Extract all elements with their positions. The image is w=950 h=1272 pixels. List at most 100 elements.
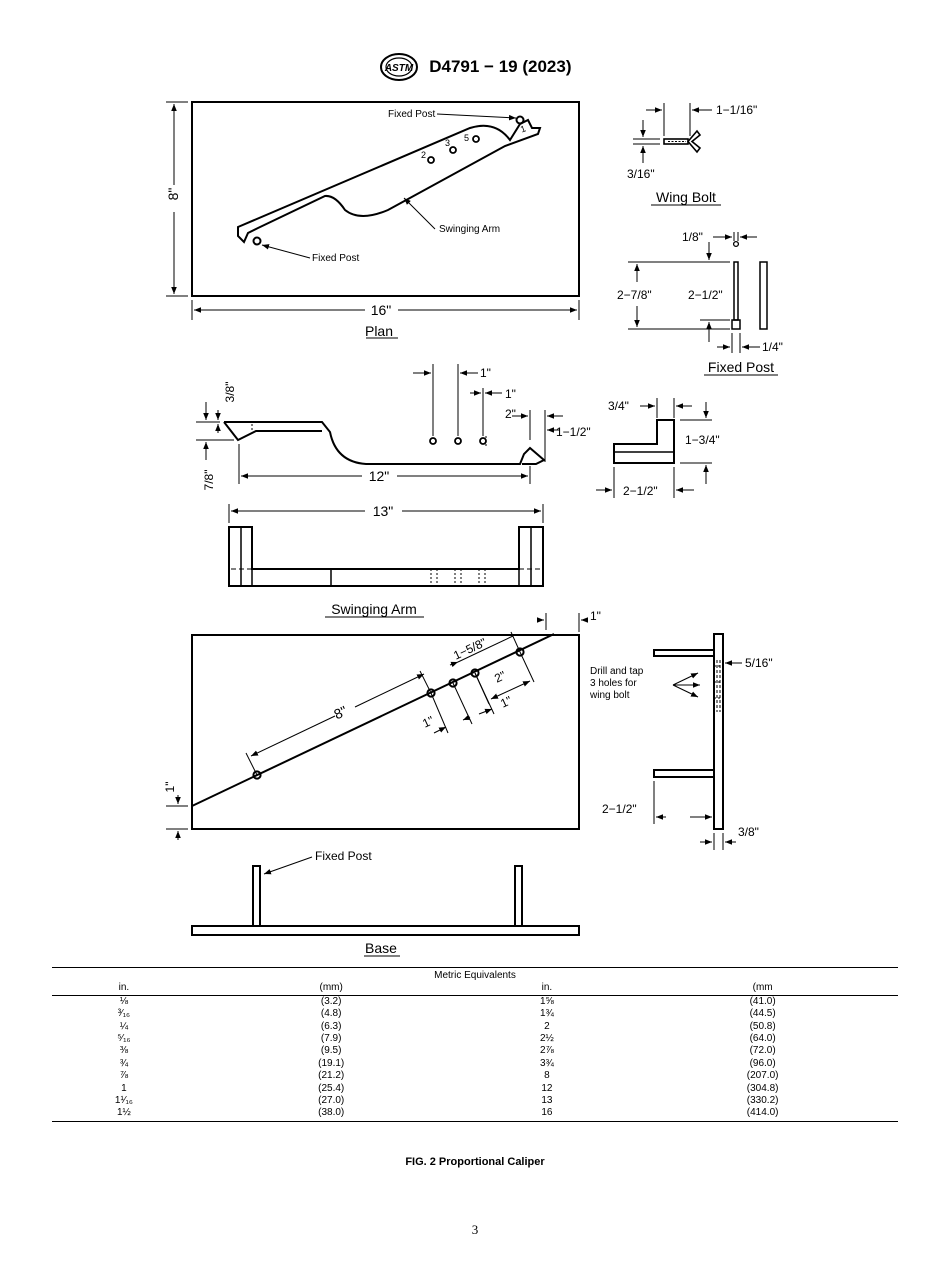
- table-cell: ⅛: [119, 995, 129, 1007]
- label-fixed-post-top: Fixed Post: [388, 109, 435, 120]
- table-row: ¼(6.3)2(50.8): [52, 1021, 898, 1033]
- side-note-line-1: Drill and tap: [590, 666, 644, 677]
- dim-arm-2: 2": [505, 407, 516, 421]
- table-row: 1(25.4)12(304.8): [52, 1083, 898, 1095]
- view-title-wing-bolt: Wing Bolt: [656, 189, 716, 205]
- dim-arm-3-8: 3/8": [223, 382, 237, 403]
- page-number: 3: [471, 1222, 479, 1237]
- table-cell: (50.8): [749, 1020, 776, 1032]
- hole-label-1: 1: [519, 123, 527, 134]
- dim-base-1b: 1": [498, 693, 514, 710]
- dim-fixed-post-overall: 2−7/8": [617, 288, 652, 302]
- block-detail: [596, 398, 712, 498]
- swinging-arm-front-view: [228, 504, 544, 587]
- dim-base-1-top: 1": [590, 609, 601, 623]
- table-cell: ³⁄₁₆: [117, 1008, 131, 1020]
- dim-side-5-16: 5/16": [745, 656, 773, 670]
- dim-base-1-5-8: 1−5/8": [451, 635, 488, 662]
- table-cell: 1¾: [539, 1008, 554, 1020]
- dim-arm-1b: 1": [505, 387, 516, 401]
- table-cell: (38.0): [195, 1107, 467, 1122]
- metric-equivalents-table: Metric Equivalents in. (mm) in. (mm ⅛(3.…: [52, 967, 898, 1122]
- table-header-in-1: in.: [52, 982, 196, 996]
- table-cell: (414.0): [627, 1107, 898, 1122]
- table-cell: (64.0): [749, 1033, 776, 1045]
- base-top-view: [166, 613, 588, 840]
- dim-block-1-3-4: 1−3/4": [685, 433, 720, 447]
- table-cell: 2½: [539, 1033, 554, 1045]
- table-row: ⅞(21.2)8(207.0): [52, 1070, 898, 1082]
- table-cell: (19.1): [318, 1057, 345, 1069]
- table-cell: (41.0): [749, 995, 776, 1007]
- table-cell: 2: [544, 1020, 550, 1032]
- astm-logo-icon: ASTM: [379, 53, 418, 81]
- dim-arm-13: 13": [373, 503, 394, 519]
- table-cell: 1½: [52, 1107, 196, 1122]
- hole-label-3: 3: [445, 138, 450, 148]
- plan-view: [166, 101, 580, 320]
- table-cell: (44.5): [749, 1008, 776, 1020]
- view-title-base: Base: [365, 940, 397, 956]
- table-row: ¾(19.1)3¾(96.0): [52, 1058, 898, 1070]
- document-header: ASTM D4791 − 19 (2023): [0, 52, 950, 82]
- table-cell: ⁵⁄₁₆: [117, 1033, 131, 1045]
- table-cell: (96.0): [749, 1057, 776, 1069]
- metric-equivalents-table-wrapper: Metric Equivalents in. (mm) in. (mm ⅛(3.…: [52, 967, 898, 1122]
- table-cell: 1: [121, 1082, 127, 1094]
- table-cell: (4.8): [320, 1008, 342, 1020]
- dim-plan-8: 8": [165, 188, 181, 201]
- dim-plan-16: 16": [371, 302, 392, 318]
- label-fixed-post-bottom: Fixed Post: [312, 253, 359, 264]
- table-cell: 2⅞: [539, 1045, 554, 1057]
- table-row: ⁵⁄₁₆(7.9)2½(64.0): [52, 1033, 898, 1045]
- hole-label-5: 5: [464, 133, 469, 143]
- label-base-fixed-post: Fixed Post: [315, 849, 372, 863]
- figure-caption: FIG. 2 Proportional Caliper: [405, 1156, 545, 1168]
- view-title-swinging-arm: Swinging Arm: [331, 601, 417, 617]
- table-cell: 1⅝: [539, 995, 554, 1007]
- standard-designation: D4791 − 19 (2023): [429, 57, 572, 76]
- dim-block-2-1-2: 2−1/2": [623, 484, 658, 498]
- base-front-view: [191, 856, 580, 936]
- side-note-line-3: wing bolt: [589, 690, 630, 701]
- table-cell: (6.3): [320, 1020, 342, 1032]
- table-row: ⅜ (9.5) 2⅞ (72.0): [52, 1045, 898, 1057]
- table-cell: 16: [466, 1107, 628, 1122]
- table-cell: ⅜: [119, 1045, 129, 1057]
- label-swinging-arm: Swinging Arm: [439, 224, 500, 235]
- table-cell: (25.4): [318, 1082, 345, 1094]
- table-cell: (72.0): [749, 1045, 776, 1057]
- table-row: ³⁄₁₆ (4.8) 1¾ (44.5): [52, 1008, 898, 1020]
- table-row: ⅛ (3.2) 1⅝ (41.0): [52, 995, 898, 1008]
- swinging-arm-side-view: [196, 364, 563, 484]
- table-cell: (27.0): [318, 1095, 345, 1107]
- table-cell: ⅞: [119, 1070, 129, 1082]
- dim-block-3-4: 3/4": [608, 399, 629, 413]
- table-header-in-2: in.: [466, 982, 628, 996]
- table-cell: (207.0): [746, 1070, 779, 1082]
- dim-side-3-8: 3/8": [738, 825, 759, 839]
- dim-base-2: 2": [492, 668, 508, 685]
- dim-wing-bolt-diameter: 3/16": [627, 167, 655, 181]
- dim-wing-bolt-length: 1−1/16": [716, 103, 757, 117]
- table-cell: 1¹⁄₁₆: [114, 1095, 133, 1107]
- view-title-plan: Plan: [365, 323, 393, 339]
- table-cell: (3.2): [320, 995, 342, 1007]
- hole-label-2: 2: [421, 150, 426, 160]
- dim-arm-1-1-2: 1−1/2": [556, 425, 591, 439]
- dim-side-2-1-2: 2−1/2": [602, 802, 637, 816]
- table-row: 1¹⁄₁₆(27.0)13(330.2): [52, 1095, 898, 1107]
- table-cell: 12: [541, 1082, 553, 1094]
- technical-drawing: Fixed Post Swinging Arm Fixed Post 1 2 3…: [163, 101, 783, 957]
- table-header-mm-1: (mm): [195, 982, 467, 996]
- logo-text: ASTM: [383, 63, 413, 74]
- fixed-post-detail: [628, 232, 768, 353]
- table-cell: (9.5): [320, 1045, 342, 1057]
- dim-base-1a: 1": [420, 713, 436, 730]
- dim-arm-7-8: 7/8": [202, 470, 216, 491]
- dim-arm-12: 12": [369, 468, 390, 484]
- table-header-mm-2: (mm: [627, 982, 898, 996]
- view-title-fixed-post: Fixed Post: [708, 359, 774, 375]
- table-cell: (330.2): [746, 1095, 779, 1107]
- table-cell: 3¾: [539, 1057, 554, 1069]
